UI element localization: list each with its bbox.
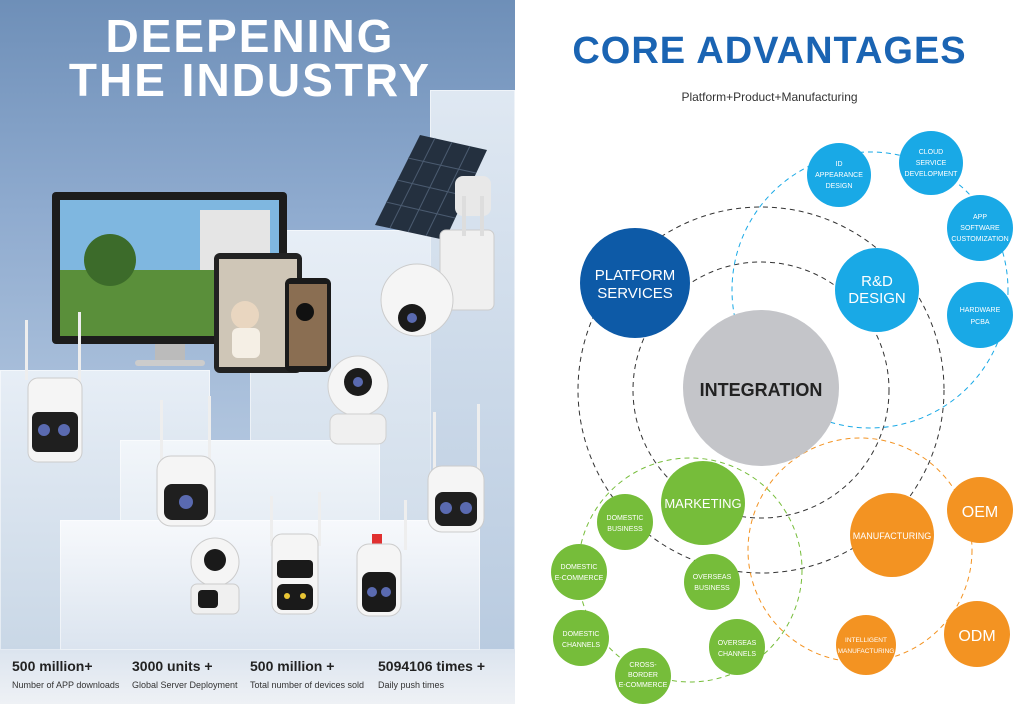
domestic-business-node — [597, 494, 653, 550]
solar-panel-icon — [375, 135, 491, 240]
node-label: CUSTOMIZATION — [951, 236, 1008, 243]
id-appearance-design-node — [807, 143, 871, 207]
hero-title-line1: DEEPENING — [105, 10, 395, 62]
node-label: OVERSEAS — [718, 640, 757, 647]
node-label: DESIGN — [826, 183, 853, 190]
stat-label: Daily push times — [378, 680, 445, 690]
node-label: MARKETING — [664, 496, 741, 511]
ptz-camera-icon — [427, 404, 485, 533]
left-panel: DEEPENING THE INDUSTRY — [0, 0, 515, 704]
platform-services-node — [580, 228, 690, 338]
domestic-ecommerce-node — [551, 544, 607, 600]
node-label: ID — [836, 161, 843, 168]
outer-ring — [577, 206, 945, 574]
cross-border-ecommerce-node — [615, 648, 671, 704]
node-label: DESIGN — [848, 290, 906, 307]
node-label: MANUFACTURING — [853, 531, 932, 541]
node-label: BUSINESS — [607, 526, 643, 533]
integration-diagram: INTEGRATION PLATFORM SERVICES R&D DESIGN… — [551, 131, 1013, 704]
stat-value: 5094106 times + — [378, 658, 486, 674]
marketing-node — [661, 461, 745, 545]
node-label: SERVICES — [597, 285, 673, 302]
hardware-pcba-node — [947, 282, 1013, 348]
stat-label: Total number of devices sold — [250, 680, 365, 690]
rnd-ring — [731, 151, 1009, 429]
stat-push-times: 5094106 times + Daily push times — [378, 658, 485, 690]
domestic-channels-node — [553, 610, 609, 666]
node-label: BORDER — [628, 672, 658, 679]
product-illustration — [25, 135, 495, 617]
stat-server-deployment: 3000 units + Global Server Deployment — [132, 658, 238, 690]
odm-node — [944, 601, 1010, 667]
node-label: E-COMMERCE — [619, 682, 668, 689]
integration-node — [683, 310, 839, 466]
node-label: HARDWARE — [960, 307, 1001, 314]
bullet-camera-icon — [380, 196, 495, 337]
core-title: CORE ADVANTAGES — [572, 30, 967, 72]
node-label: PCBA — [970, 319, 989, 326]
overseas-business-node — [684, 554, 740, 610]
node-label: OVERSEAS — [693, 574, 732, 581]
node-label: CHANNELS — [718, 651, 756, 658]
node-label: APP — [973, 214, 987, 221]
intelligent-manufacturing-node — [836, 615, 896, 675]
node-label: E-COMMERCE — [555, 575, 604, 582]
node-label: CROSS- — [629, 662, 657, 669]
stat-value: 500 million + — [250, 658, 335, 674]
node-label: MANUFACTURING — [838, 648, 895, 655]
hero-title-line2: THE INDUSTRY — [68, 54, 432, 106]
siren-camera-icon — [356, 500, 407, 617]
node-label: SERVICE — [916, 160, 947, 167]
phone-icon — [285, 278, 331, 372]
dual-lens-camera-icon — [25, 312, 83, 463]
node-label: SOFTWARE — [960, 225, 1000, 232]
app-software-customization-node — [947, 195, 1013, 261]
rnd-design-node — [835, 248, 919, 332]
stats-bar: 500 million+ Number of APP downloads 300… — [0, 650, 515, 704]
node-label: INTELLIGENT — [845, 637, 887, 644]
node-label: BUSINESS — [694, 585, 730, 592]
manufacturing-node — [850, 493, 934, 577]
indoor-camera-icon — [327, 355, 389, 445]
node-label: ODM — [958, 628, 995, 645]
integration-label: INTEGRATION — [700, 380, 823, 400]
node-label: R&D — [861, 273, 893, 290]
oem-node — [947, 477, 1013, 543]
cloud-service-development-node — [899, 131, 963, 195]
stat-value: 500 million+ — [12, 658, 93, 674]
ptz-camera-icon — [156, 396, 216, 527]
node-label: DEVELOPMENT — [905, 171, 959, 178]
node-label: APPEARANCE — [815, 172, 863, 179]
inner-ring — [632, 261, 890, 519]
stat-devices-sold: 500 million + Total number of devices so… — [250, 658, 364, 690]
stat-label: Number of APP downloads — [12, 680, 120, 690]
monitor-icon — [52, 192, 287, 366]
stat-app-downloads: 500 million+ Number of APP downloads — [12, 658, 119, 690]
node-label: CHANNELS — [562, 642, 600, 649]
node-label: DOMESTIC — [607, 515, 644, 522]
node-label: PLATFORM — [595, 267, 676, 284]
stat-label: Global Server Deployment — [132, 680, 238, 690]
overseas-channels-node — [709, 619, 765, 675]
tablet-icon — [214, 253, 302, 373]
dual-lens-camera-icon — [190, 537, 240, 615]
right-panel: CORE ADVANTAGES Platform+Product+Manufac… — [515, 0, 1024, 704]
core-subtitle: Platform+Product+Manufacturing — [681, 90, 858, 104]
node-label: CLOUD — [919, 149, 944, 156]
node-label: DOMESTIC — [563, 631, 600, 638]
node-label: OEM — [962, 504, 998, 521]
node-label: DOMESTIC — [561, 564, 598, 571]
stat-value: 3000 units + — [132, 658, 213, 674]
dual-lens-camera-icon — [270, 492, 321, 615]
